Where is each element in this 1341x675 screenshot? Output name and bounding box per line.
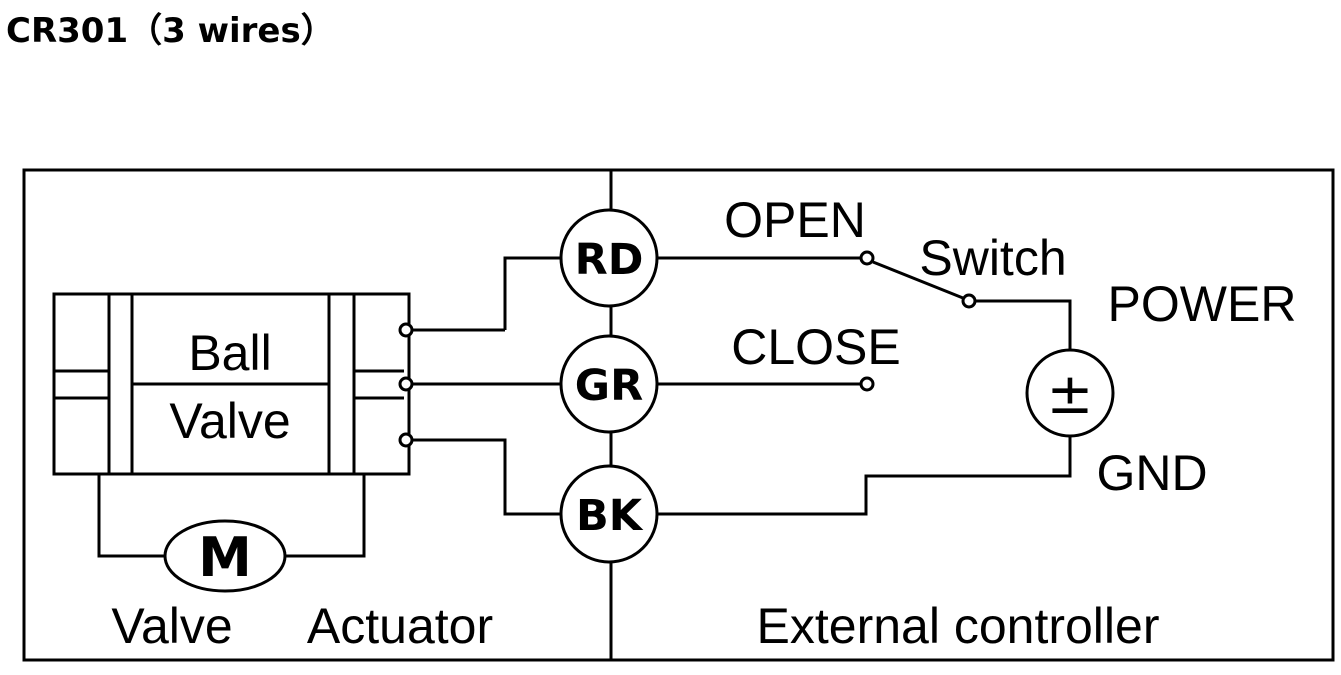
close-contact xyxy=(859,376,875,392)
switch-label: Switch xyxy=(919,230,1066,286)
power-source-sign: ± xyxy=(1047,362,1094,427)
switch-lever xyxy=(872,260,964,300)
power-label: POWER xyxy=(1108,276,1297,332)
page-title: CR301（3 wires） xyxy=(6,11,335,51)
valve-terminal-top xyxy=(398,322,414,338)
ball-valve-label-ball: Ball xyxy=(188,325,271,381)
gnd-label: GND xyxy=(1096,445,1207,501)
open-label: OPEN xyxy=(724,192,866,248)
terminal-gr-label: GR xyxy=(575,361,643,411)
terminal-bk-label: BK xyxy=(576,491,644,541)
power-source-symbol xyxy=(1025,348,1115,438)
ball-valve-label-valve: Valve xyxy=(169,393,290,449)
controller-wires xyxy=(657,256,1072,516)
motor-label: M xyxy=(198,526,252,589)
terminal-rd-label: RD xyxy=(575,235,644,285)
switch-pivot xyxy=(961,293,977,309)
external-controller-label: External controller xyxy=(757,598,1160,654)
ball-valve xyxy=(52,292,411,476)
motor-symbol xyxy=(163,519,287,593)
valve-terminal-middle xyxy=(398,376,414,392)
valve-section-label: Valve xyxy=(111,598,232,654)
valve-wires xyxy=(413,256,560,516)
outer-frame xyxy=(22,168,1335,662)
valve-terminal-bottom xyxy=(398,432,414,448)
close-label: CLOSE xyxy=(731,319,901,375)
actuator-section-label: Actuator xyxy=(307,598,493,654)
open-contact xyxy=(859,250,875,266)
motor-wiring xyxy=(97,474,366,558)
